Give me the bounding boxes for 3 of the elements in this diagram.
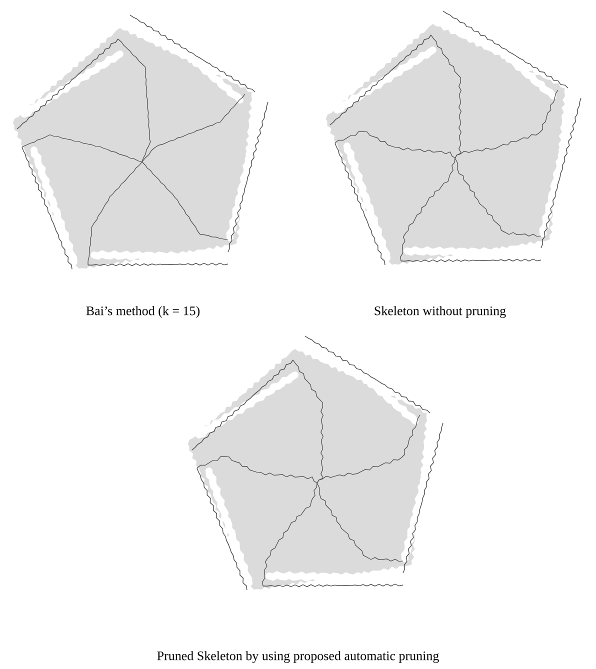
- caption: Bai’s method (k = 15): [86, 306, 200, 318]
- caption: Pruned Skeleton by using proposed automatic pruning: [157, 651, 439, 663]
- caption: Skeleton without pruning: [374, 306, 506, 318]
